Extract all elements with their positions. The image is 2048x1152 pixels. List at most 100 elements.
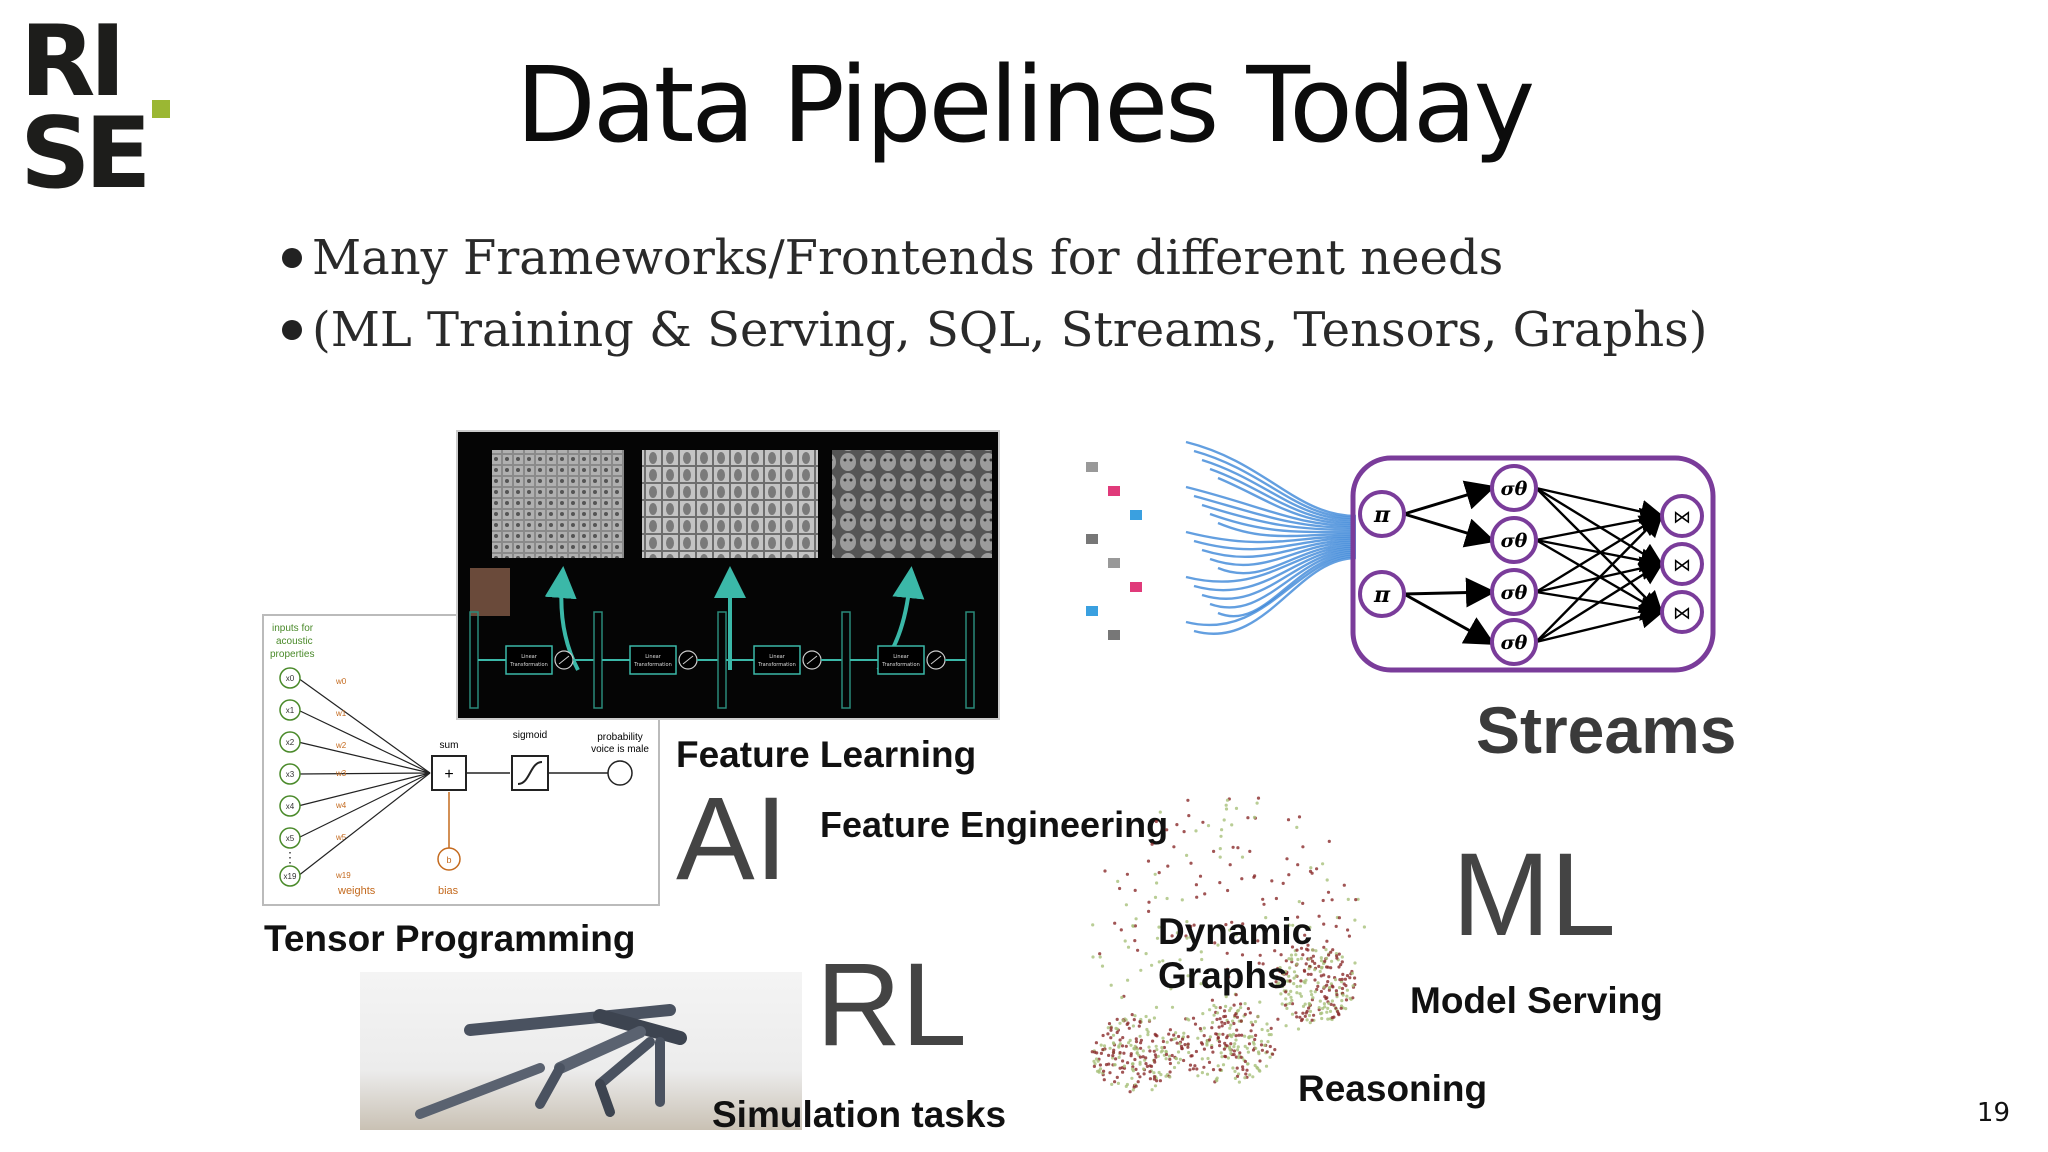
graph-node-dot: [1176, 1061, 1181, 1065]
graph-node-dot: [1194, 1049, 1198, 1054]
graph-node-dot: [1274, 985, 1278, 989]
graph-node-dot: [1177, 1034, 1181, 1039]
edge: [1535, 604, 1665, 644]
graph-node-dot: [1121, 1059, 1125, 1063]
graph-node-dot: [1235, 1048, 1240, 1052]
transform-label: Linear: [645, 654, 661, 660]
graph-node-dot: [1315, 867, 1319, 871]
graph-node-dot: [1351, 996, 1355, 1000]
input-stream-fibers: [1086, 440, 1357, 640]
graph-node-dot: [1239, 1002, 1243, 1006]
graph-node-dot: [1178, 1042, 1182, 1046]
graph-node-dot: [1243, 1002, 1247, 1006]
graph-node-dot: [1131, 1024, 1135, 1028]
graph-node-dot: [1174, 1056, 1178, 1060]
graph-node-dot: [1338, 978, 1342, 982]
graph-node-dot: [1261, 962, 1265, 966]
graph-node-dot: [1303, 1002, 1307, 1006]
graph-node-dot: [1168, 1057, 1172, 1061]
graph-node-dot: [1263, 1043, 1267, 1047]
graph-node-dot: [1152, 1071, 1156, 1075]
graph-node-dot: [1232, 1045, 1236, 1049]
graph-node-dot: [1258, 953, 1262, 957]
graph-node-dot: [1345, 994, 1349, 998]
graph-node-dot: [1324, 997, 1328, 1001]
faces-filters-image: [832, 450, 992, 558]
graph-node-dot: [1156, 1054, 1160, 1058]
graph-node-dot: [1313, 990, 1317, 994]
graph-node-dot: [1185, 920, 1189, 924]
graph-node-dot: [1188, 1063, 1193, 1067]
graph-node-dot: [1326, 1017, 1330, 1021]
map-operator-node: [1358, 570, 1406, 618]
graph-node-dot: [1281, 984, 1285, 988]
graph-node-dot: [1222, 1047, 1226, 1051]
graph-node-dot: [1153, 1084, 1158, 1088]
graph-node-dot: [1192, 923, 1196, 927]
graph-node-dot: [1157, 1070, 1161, 1075]
graph-node-dot: [1170, 1005, 1175, 1009]
robot-graphic: [415, 1004, 687, 1119]
graph-node-dot: [1210, 998, 1214, 1002]
graph-node-dot: [1283, 1003, 1287, 1007]
graph-node-dot: [1155, 1048, 1159, 1052]
graph-node-dot: [1148, 1070, 1152, 1074]
graph-node-dot: [1121, 1019, 1125, 1023]
graph-node-dot: [1351, 984, 1355, 988]
edge: [1535, 561, 1665, 644]
graph-node-dot: [1295, 1015, 1299, 1019]
graph-node-dot: [1217, 1040, 1222, 1044]
operator-edges: [1403, 480, 1665, 645]
linear-transform-box: [505, 645, 553, 675]
graph-node-dot: [1318, 969, 1322, 974]
graph-node-dot: [1295, 984, 1299, 989]
graph-node-dot: [1164, 1052, 1169, 1057]
graph-node-dot: [1147, 1018, 1152, 1022]
graph-node-dot: [1138, 1034, 1142, 1038]
graph-node-dot: [1301, 901, 1305, 905]
pi-symbol: π: [1373, 582, 1391, 608]
graph-node-dot: [1175, 931, 1179, 935]
graph-node-dot: [1112, 1048, 1116, 1052]
graph-node-dot: [1256, 796, 1261, 800]
graph-node-dot: [1125, 1082, 1129, 1087]
graph-node-dot: [1131, 1062, 1135, 1066]
layer-chain: LinearTransformationLinearTransformation…: [469, 611, 975, 709]
graph-node-dot: [1310, 871, 1314, 875]
graph-node-dot: [1230, 920, 1234, 924]
graph-node-dot: [1306, 943, 1310, 947]
graph-node-dot: [1338, 986, 1342, 990]
stream-fiber: [1201, 538, 1357, 558]
graph-node-dot: [1138, 1062, 1142, 1066]
graph-node-dot: [1218, 1006, 1222, 1010]
graph-node-dot: [1210, 1026, 1214, 1030]
graph-node-dot: [1307, 1013, 1312, 1018]
graph-node-dot: [1134, 1037, 1138, 1041]
graph-node-dot: [1126, 945, 1131, 949]
graph-node-dot: [1139, 968, 1143, 972]
graph-node-dot: [1150, 842, 1154, 846]
graph-node-dot: [1309, 989, 1313, 993]
prob-label-2: voice is male: [591, 744, 649, 755]
graph-node-dot: [1139, 1046, 1143, 1050]
edge: [1403, 512, 1496, 548]
sigma-symbol: σθ: [1501, 632, 1528, 654]
graph-node-dot: [1133, 1014, 1137, 1018]
graph-node-dot: [1196, 1036, 1200, 1040]
graph-node-dot: [1135, 1047, 1140, 1051]
graph-node-dot: [1225, 951, 1229, 955]
graph-node-dot: [1330, 898, 1334, 902]
graph-node-dot: [1174, 1031, 1178, 1035]
graph-node-dot: [1306, 948, 1310, 952]
graph-node-dot: [1115, 1027, 1119, 1031]
graph-node-dot: [1158, 1079, 1162, 1083]
graph-node-dot: [1166, 864, 1170, 868]
graph-node-dot: [1334, 989, 1338, 993]
feature-vector: [469, 611, 479, 709]
graph-node-dot: [1115, 1075, 1119, 1079]
graph-node-dot: [1112, 1042, 1116, 1046]
graph-node-dot: [1212, 1013, 1216, 1017]
bullet-text: Many Frameworks/Frontends for different …: [312, 230, 1504, 286]
simulation-robot-image: [360, 972, 802, 1130]
